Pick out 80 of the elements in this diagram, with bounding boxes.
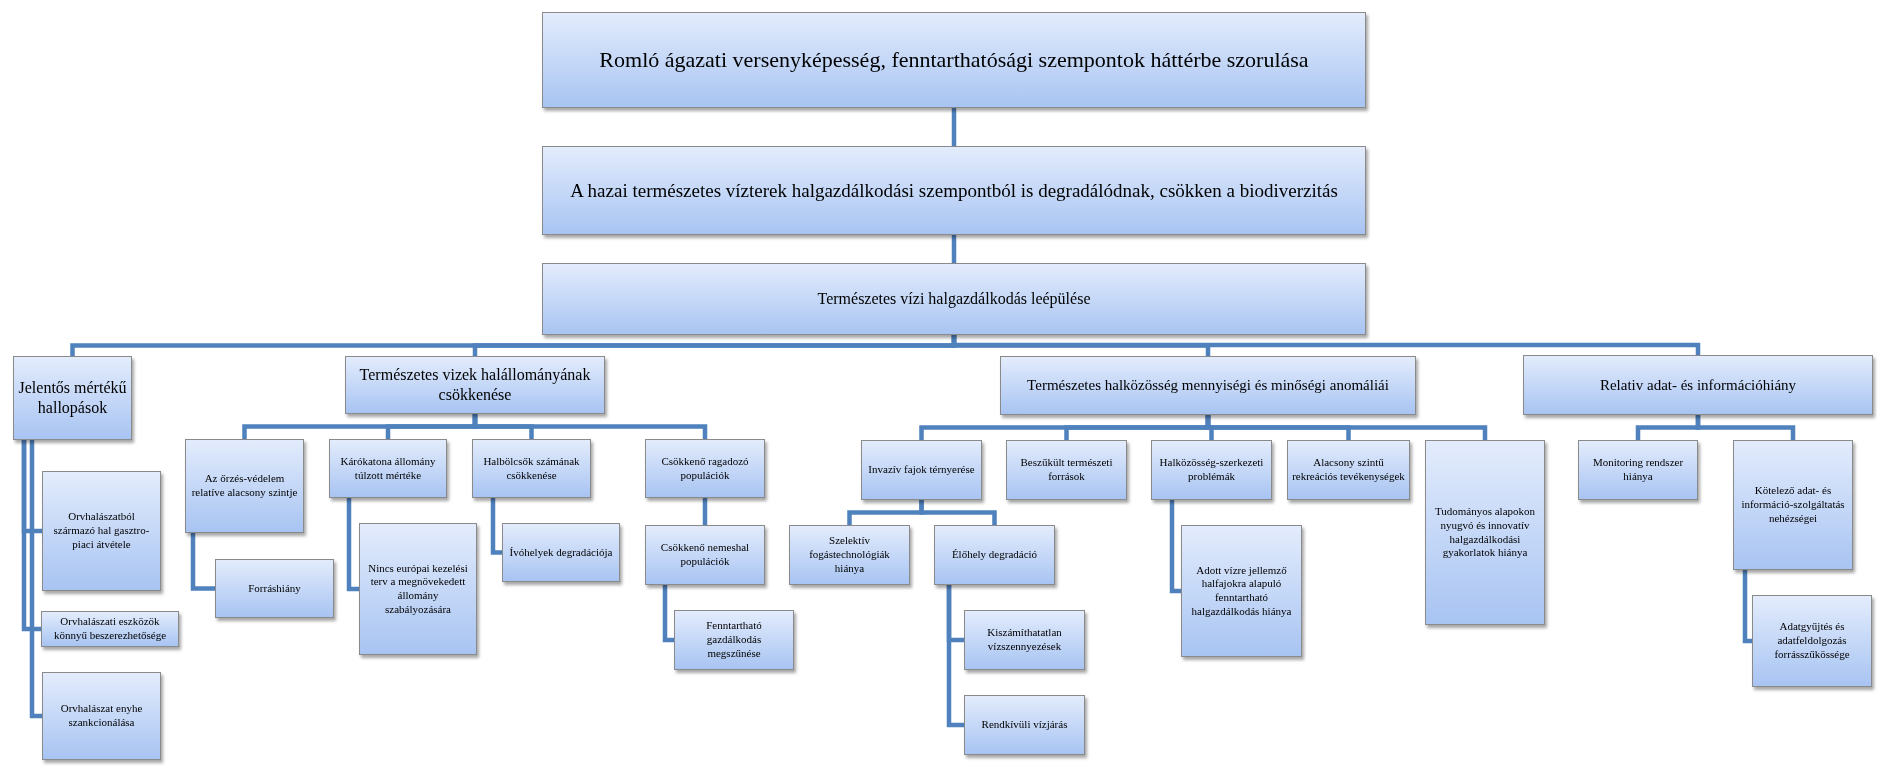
connector-line (946, 585, 964, 728)
process-box (1523, 355, 1873, 415)
box-label: Halbölcsők számának csökkenése (482, 454, 581, 483)
process-box (789, 525, 910, 585)
box-label: Ívóhelyek degradációja (509, 545, 613, 560)
process-box (329, 439, 447, 498)
box-label: Adatgyűjtés és adatfeldolgozás forrásszűkössége (1773, 620, 1851, 662)
process-box (472, 439, 591, 498)
process-box (502, 523, 620, 582)
process-box (42, 471, 161, 591)
process-box (542, 146, 1366, 235)
connector-line (1205, 415, 1488, 440)
box-label: Tudományos alapokon nyugvó és innovatív halgazdálkodási gyakorlatok hiánya (1433, 505, 1537, 560)
connector-line (29, 440, 42, 719)
process-box (542, 263, 1366, 335)
box-label: A hazai természetes vízterek halgazdálkodási szempontból is degradálódnak, csökken a biodiverzitás (570, 178, 1338, 203)
process-box (1181, 525, 1302, 657)
process-box (1287, 440, 1410, 500)
box-label: Romló ágazati versenyképesség, fenntarthatósági szempontok háttérbe szorulása (599, 46, 1309, 74)
process-box (964, 695, 1085, 755)
process-box (1425, 440, 1545, 625)
connector-line (21, 440, 41, 632)
connector-line (1169, 500, 1181, 594)
box-label: Invazív fajok térnyerése (868, 463, 975, 477)
process-box (934, 525, 1055, 585)
process-box (645, 525, 765, 585)
process-box (1752, 595, 1872, 687)
process-box (1151, 440, 1272, 500)
box-label: Alacsony szintű rekreációs tevékenységek (1292, 456, 1405, 484)
connector-line (190, 533, 215, 591)
box-label: Nincs európai kezelési terv a megnövekedett állomány szabályozására (367, 561, 469, 617)
box-label: Rendkívüli vízjárás (981, 718, 1068, 732)
box-label: Monitoring rendszer hiánya (1591, 456, 1685, 484)
connector-line (346, 498, 359, 592)
process-box (674, 610, 794, 670)
box-label: Jelentős mértékű hallopások (18, 378, 127, 418)
process-box (185, 439, 304, 533)
process-box (359, 523, 477, 655)
box-label: Élőhely degradáció (951, 548, 1038, 562)
connector-line (951, 108, 957, 146)
box-label: Relativ adat- és információhiány (1599, 375, 1797, 395)
box-label: Kötelező adat- és információ-szolgáltatás nehézségei (1740, 484, 1846, 526)
box-label: Fenntartható gazdálkodás megszűnése (705, 619, 763, 661)
connector-line (702, 498, 708, 525)
box-label: Szelektív fogástechnológiák hiánya (808, 534, 891, 576)
box-label: Forráshiány (248, 581, 301, 596)
box-label: Csökkenő ragadozó populációk (660, 454, 750, 483)
box-label: Az őrzés-védelem relatíve alacsony szintje (190, 472, 299, 500)
box-label: Természetes vízi halgazdálkodás leépülése (817, 289, 1091, 309)
box-label: Adott vízre jellemző halfajokra alapuló fenntartható halgazdálkodás hiánya (1190, 563, 1293, 619)
process-box (13, 356, 132, 440)
connector-line (1742, 570, 1752, 644)
box-label: Orvhalászatból származó hal gasztro-piaci átvétele (52, 510, 151, 552)
connector-line (662, 585, 674, 643)
process-box (1733, 440, 1853, 570)
box-label: Csökkenő nemeshal populációk (659, 541, 751, 569)
connector-line (951, 235, 957, 263)
process-box (542, 12, 1366, 108)
box-label: Orvhalászati eszközök könnyű beszerezhetősége (52, 615, 168, 643)
box-label: Kárókatona állomány túlzott mértéke (339, 454, 437, 483)
box-label: Természetes halközösség mennyiségi és minőségi anomáliái (1027, 376, 1389, 395)
box-label: Orvhalászat enyhe szankcionálása (59, 702, 144, 730)
process-box (215, 559, 334, 618)
connector-line (919, 500, 997, 525)
process-box (645, 439, 765, 498)
process-box (345, 356, 605, 414)
process-box (1006, 440, 1127, 500)
process-box (964, 610, 1085, 670)
box-label: Természetes vizek halállományának csökkenése (358, 365, 592, 405)
process-box (1000, 356, 1416, 415)
process-box (861, 440, 982, 500)
process-box (1578, 440, 1698, 500)
box-label: Halközösség-szerkezeti problémák (1158, 456, 1265, 484)
connector-line (1695, 415, 1796, 440)
box-label: Beszűkült természeti források (1019, 456, 1114, 484)
process-box (42, 672, 161, 760)
process-box (41, 611, 179, 647)
connector-line (472, 414, 708, 439)
connector-line (951, 335, 1701, 355)
box-label: Kiszámíthatatlan vízszennyezések (986, 626, 1063, 654)
